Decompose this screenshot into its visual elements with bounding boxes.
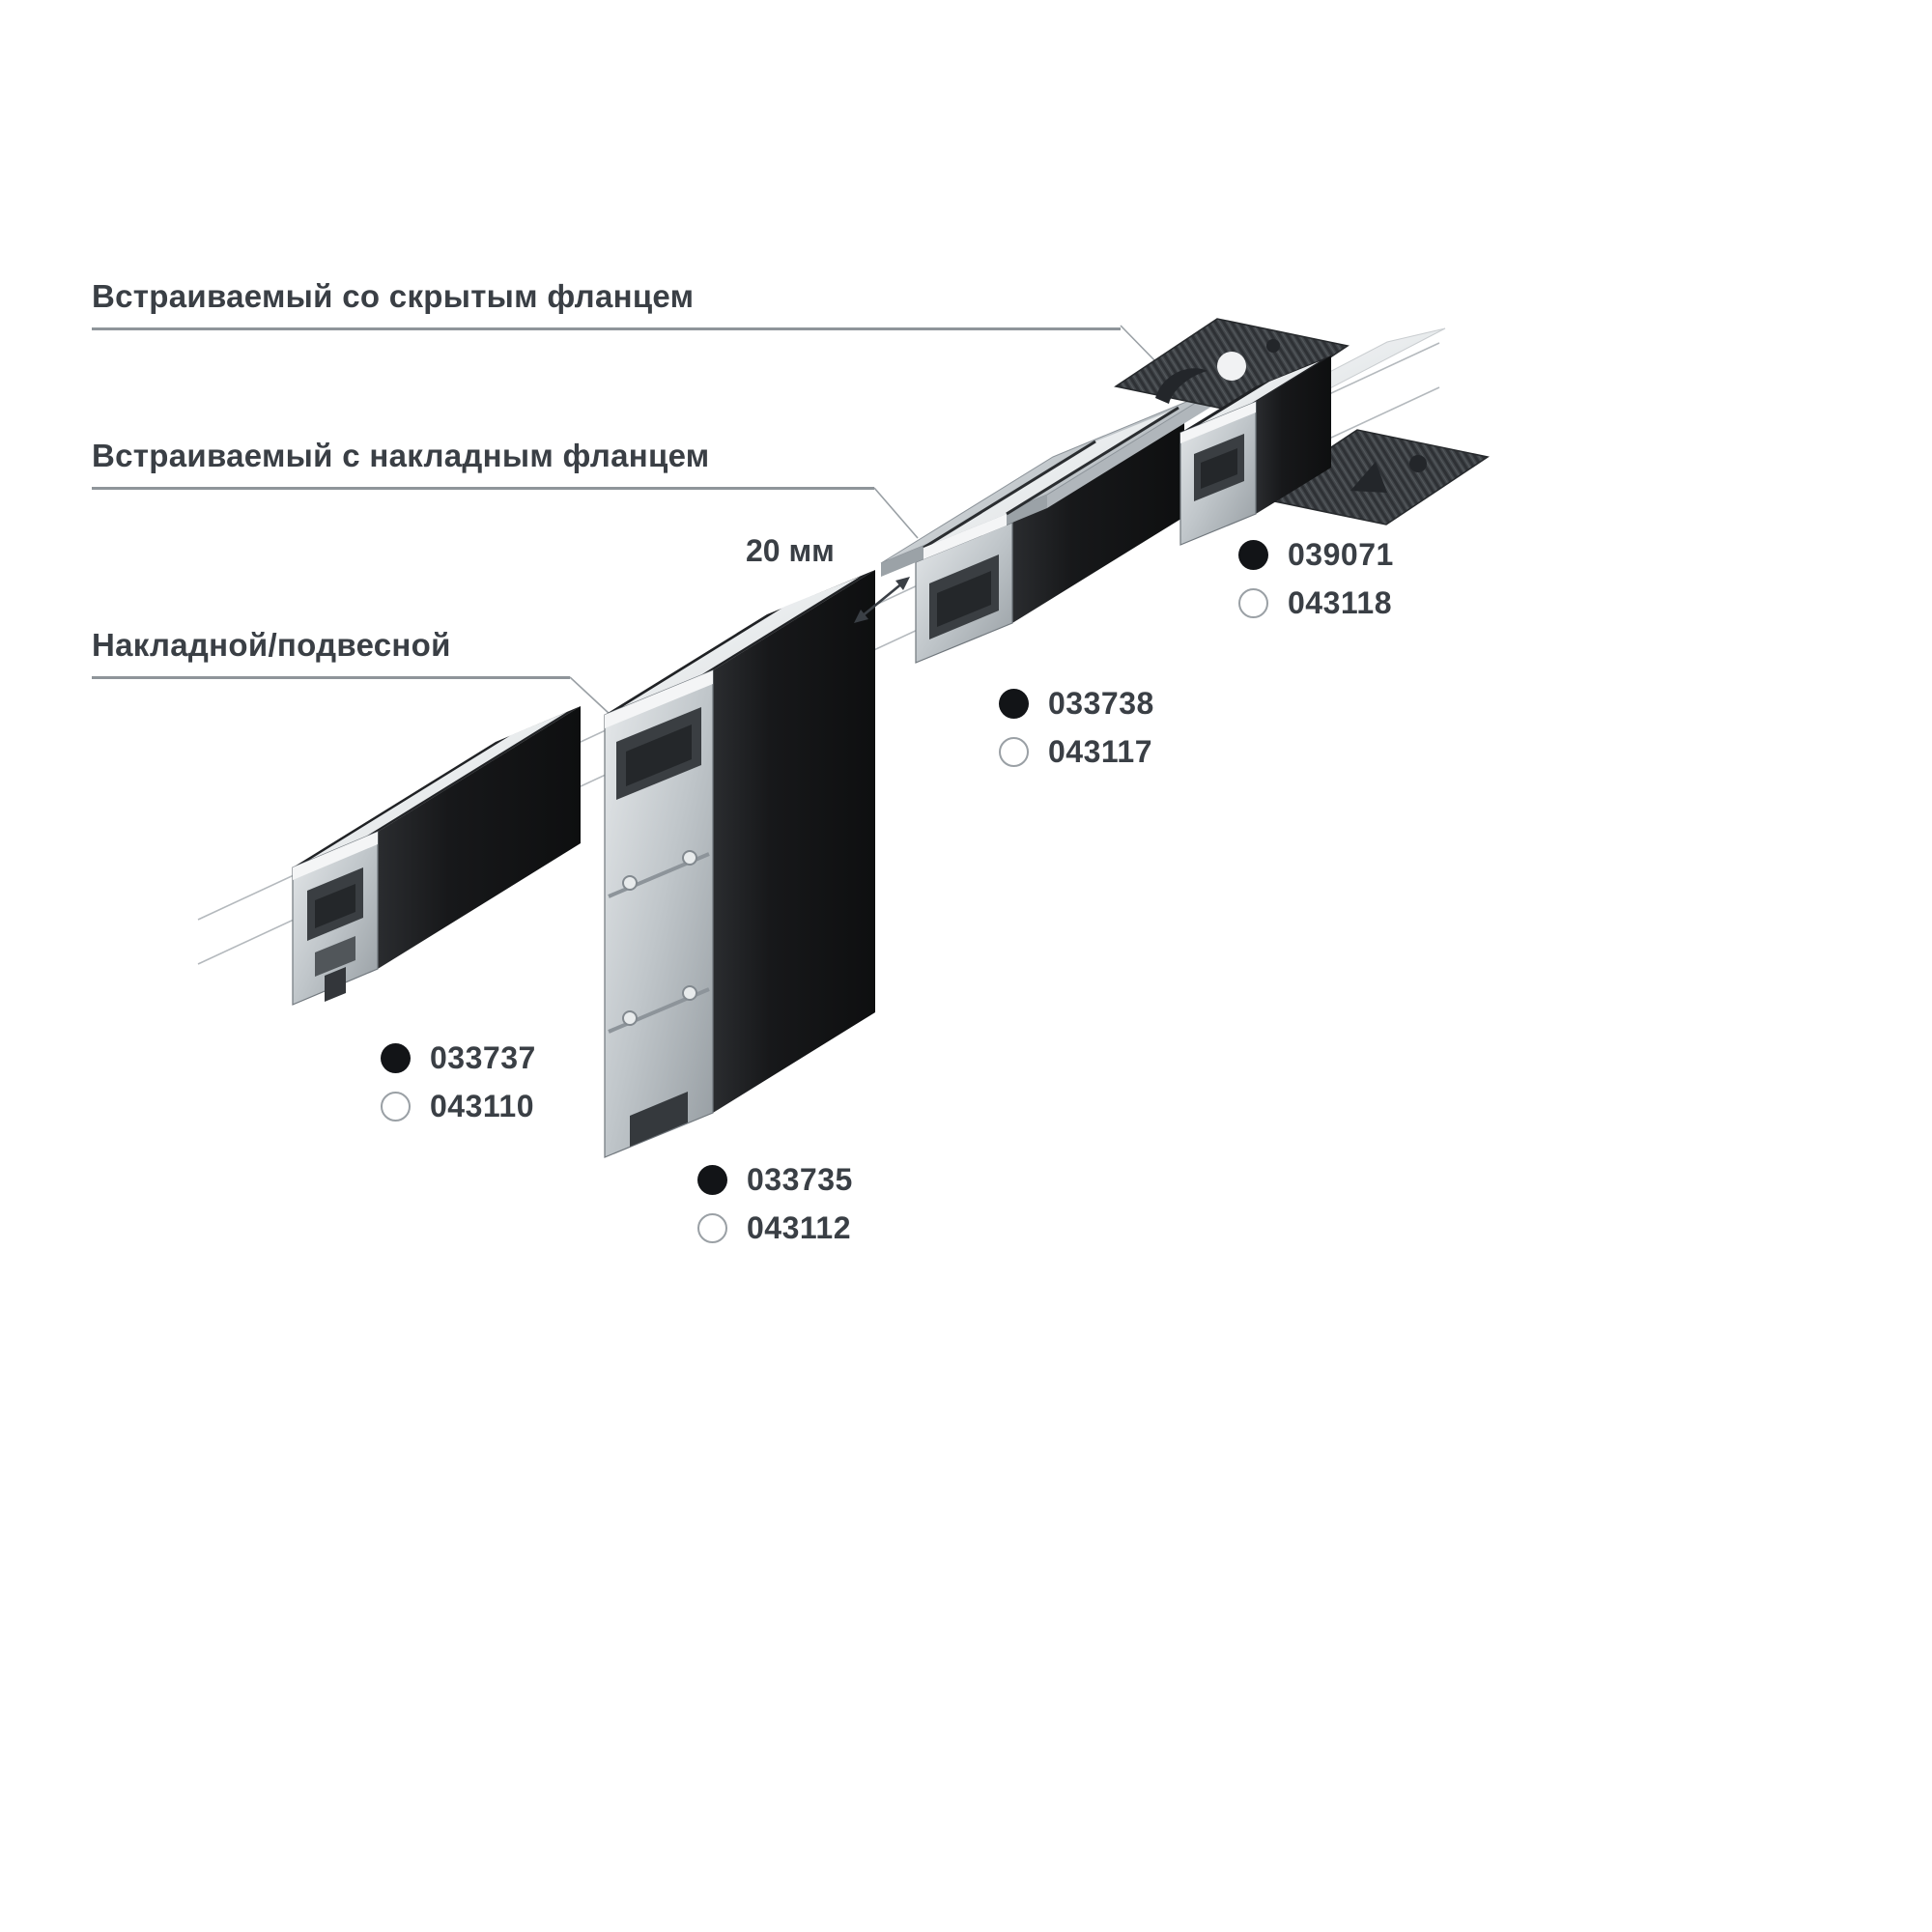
label-recessed-hidden-flange-text: Встраиваемый со скрытым фланцем [92, 278, 695, 314]
profile-b-side-face [713, 570, 875, 1113]
code-row: 039071 [1238, 537, 1394, 573]
profile-c-side-face [1012, 416, 1184, 623]
product-code: 039071 [1288, 537, 1394, 572]
profile-b-diffuser-end [605, 670, 713, 728]
profile-surface-small-illustration [292, 706, 581, 1006]
code-row: 043112 [697, 1210, 853, 1246]
profile-a-mount-slot [325, 967, 346, 1002]
code-row: 043110 [381, 1089, 536, 1124]
code-row: 043117 [999, 734, 1154, 770]
dimension-arrow [854, 577, 910, 623]
label-recessed-hidden-flange: Встраиваемый со скрытым фланцем [92, 278, 1121, 330]
label-recessed-surface-flange-text: Встраиваемый с накладным фланцем [92, 438, 710, 473]
label-underline [92, 676, 570, 679]
profile-c-lip-left [923, 440, 1096, 550]
profile-b-screw-boss [622, 1010, 638, 1026]
code-row: 033735 [697, 1162, 853, 1198]
profile-a-diffuser-end [293, 832, 378, 880]
profile-a-inner-channel [315, 884, 355, 928]
label-surface-mount-text: Накладной/подвесной [92, 627, 451, 663]
label-underline [92, 327, 1121, 330]
plaster-plate-left [1114, 318, 1350, 414]
code-row: 043118 [1238, 585, 1394, 621]
code-row: 033737 [381, 1040, 536, 1076]
black-variant-marker [381, 1043, 411, 1073]
codes-surface-tall: 033735 043112 [697, 1162, 853, 1246]
profile-d-diffuser-top [1194, 361, 1320, 428]
black-variant-marker [999, 689, 1029, 719]
plate-cutout-triangle [1350, 462, 1387, 493]
black-variant-marker [1238, 540, 1268, 570]
profile-c-lip-right [1006, 406, 1179, 516]
white-variant-marker [381, 1092, 411, 1122]
label-surface-mount: Накладной/подвесной [92, 627, 570, 679]
product-code: 033738 [1048, 686, 1154, 721]
product-code: 043117 [1048, 734, 1153, 769]
dimension-label: 20 мм [746, 533, 835, 568]
product-code: 043118 [1288, 585, 1393, 620]
white-variant-marker [697, 1213, 727, 1243]
profile-recessed-flange-illustration [880, 387, 1220, 664]
profile-a-lower-slot [315, 936, 355, 977]
codes-surface-small: 033737 043110 [381, 1040, 536, 1124]
product-code: 033735 [747, 1162, 853, 1197]
profile-d-inner-channel [1201, 448, 1237, 489]
plate-cutout-swoosh [1155, 368, 1208, 404]
product-code: 043110 [430, 1089, 535, 1123]
profile-d-side-face [1256, 355, 1331, 514]
plate-cutout-dot [1409, 455, 1427, 472]
profile-b-diffuser-top [622, 577, 860, 707]
profile-a-diffuser-top [308, 712, 567, 861]
profile-hidden-flange-illustration [1114, 318, 1490, 546]
profile-c-flange-edge-face [1047, 388, 1219, 508]
product-code: 043112 [747, 1210, 852, 1245]
codes-recessed-hidden-flange: 039071 043118 [1238, 537, 1394, 621]
profile-b-screw-boss [622, 875, 638, 891]
profile-b-screw-boss [682, 985, 697, 1001]
profile-d-diffuser-end [1180, 402, 1256, 443]
profile-surface-tall-illustration [604, 570, 875, 1158]
label-leader-lines [569, 325, 1160, 716]
plate-hole-round [1217, 352, 1246, 381]
profile-b-bottom-slot [630, 1092, 688, 1147]
code-row: 033738 [999, 686, 1154, 722]
profile-b-screw-boss [682, 850, 697, 866]
codes-recessed-surface-flange: 033738 043117 [999, 686, 1154, 770]
profile-c-diffuser-end [923, 514, 1007, 559]
black-variant-marker [697, 1165, 727, 1195]
label-recessed-surface-flange: Встраиваемый с накладным фланцем [92, 438, 874, 490]
plate-cutout-dot [1266, 339, 1280, 353]
profile-c-diffuser-top [923, 408, 1179, 548]
white-variant-marker [999, 737, 1029, 767]
profile-b-inner-channel [626, 724, 692, 786]
white-variant-marker [1238, 588, 1268, 618]
profile-c-inner-channel [937, 571, 991, 627]
label-underline [92, 487, 874, 490]
profile-a-side-face [378, 706, 581, 969]
product-code: 033737 [430, 1040, 536, 1075]
